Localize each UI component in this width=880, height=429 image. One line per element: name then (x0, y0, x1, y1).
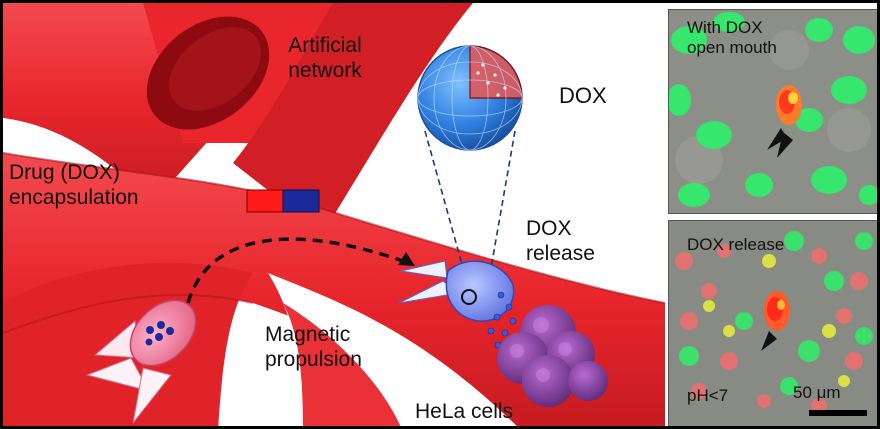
scale-bar (809, 410, 867, 416)
label-dox: DOX (559, 83, 607, 108)
propulsion-path-arrow (186, 237, 415, 304)
label-drug-encapsulation: Drug (DOX) encapsulation (9, 160, 139, 210)
pink-microfish-robot (85, 299, 197, 424)
magnet-icon (246, 189, 320, 213)
label-drug-line2: encapsulation (9, 186, 139, 209)
top-caption-line1: With DOX (687, 18, 763, 37)
hydrogel-sphere-icon (417, 45, 523, 151)
hela-cells (497, 305, 608, 407)
robot-bottom-micrograph (761, 291, 790, 351)
label-artificial-line2: network (288, 59, 362, 82)
label-dox-release-line1: DOX (526, 217, 572, 240)
ph-label: pH<7 (687, 386, 729, 405)
label-magnetic-line2: propulsion (265, 348, 362, 371)
robot-top-micrograph (767, 85, 802, 158)
bottom-panel-caption: DOX release (687, 235, 785, 254)
label-magnetic-line1: Magnetic (265, 323, 351, 346)
zoom-lines (424, 130, 516, 269)
label-magnetic-propulsion: Magnetic propulsion (265, 322, 362, 372)
label-artificial-line1: Artificial (288, 34, 362, 57)
schematic-scene (3, 3, 665, 426)
micrograph-top (668, 9, 877, 214)
label-hela-cells: HeLa cells (415, 400, 514, 423)
micrograph-bottom (668, 220, 877, 426)
label-artificial-network: Artificial network (265, 33, 385, 83)
label-dox-release: DOX release (526, 216, 595, 266)
scale-bar-label: 50 μm (793, 383, 841, 402)
label-dox-release-line2: release (526, 242, 595, 265)
label-drug-line1: Drug (DOX) (9, 161, 120, 184)
blue-microfish-robot (398, 260, 519, 349)
top-caption-line2: open mouth (687, 38, 777, 57)
top-panel-caption: With DOX open mouth (687, 18, 777, 58)
